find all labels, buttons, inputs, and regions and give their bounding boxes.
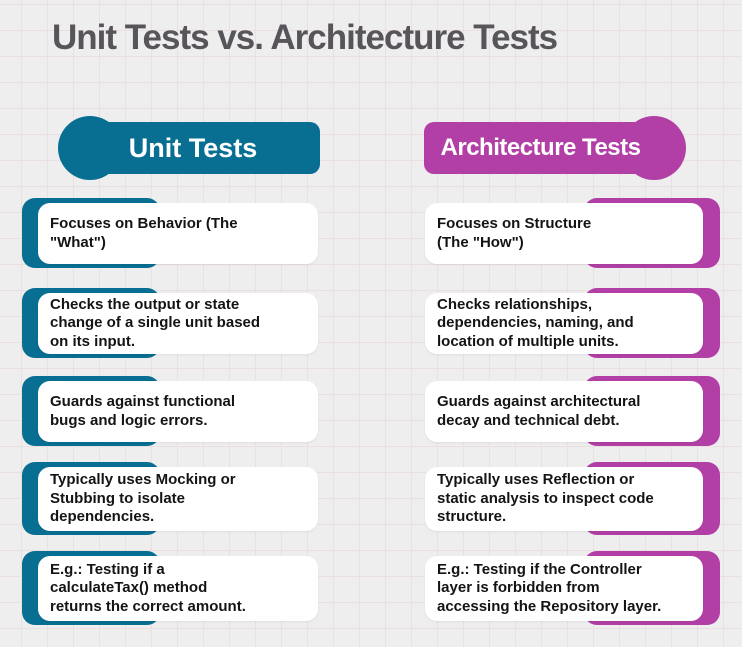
card-text: Focuses on Structure (The "How") [437, 214, 592, 251]
architecture-tests-card-3: Guards against architectural decay and t… [425, 376, 720, 446]
architecture-tests-header-circle [622, 116, 686, 180]
card-body: Focuses on Structure (The "How") [425, 203, 703, 264]
unit-tests-header-circle [58, 116, 122, 180]
card-text: E.g.: Testing if the Controller layer is… [437, 560, 662, 615]
unit-tests-card-3: Guards against functional bugs and logic… [22, 376, 319, 446]
card-body: Typically uses Mocking or Stubbing to is… [38, 467, 318, 531]
card-text: Typically uses Reflection or static anal… [437, 471, 654, 526]
card-body: Checks the output or state change of a s… [38, 293, 318, 354]
unit-tests-card-4: Typically uses Mocking or Stubbing to is… [22, 462, 319, 535]
unit-tests-header-label: Unit Tests [128, 132, 258, 163]
card-text: Guards against architectural decay and t… [437, 392, 641, 429]
unit-tests-card-2: Checks the output or state change of a s… [22, 288, 319, 358]
card-text: Focuses on Behavior (The "What") [50, 214, 238, 251]
card-text: Checks the output or state change of a s… [50, 295, 261, 350]
card-body: Typically uses Reflection or static anal… [425, 467, 703, 531]
architecture-tests-header-label: Architecture Tests [440, 134, 641, 161]
page-title: Unit Tests vs. Architecture Tests [52, 18, 558, 57]
card-body: Guards against architectural decay and t… [425, 381, 703, 442]
card-body: Guards against functional bugs and logic… [38, 381, 318, 442]
architecture-tests-card-1: Focuses on Structure (The "How") [425, 198, 720, 268]
architecture-tests-card-5: E.g.: Testing if the Controller layer is… [425, 551, 720, 625]
architecture-tests-card-4: Typically uses Reflection or static anal… [425, 462, 720, 535]
card-body: Checks relationships, dependencies, nami… [425, 293, 703, 354]
architecture-tests-header: Architecture Tests [424, 116, 686, 180]
card-body: E.g.: Testing if the Controller layer is… [425, 556, 703, 621]
card-text: E.g.: Testing if a calculateTax() method… [50, 560, 246, 615]
architecture-tests-card-2: Checks relationships, dependencies, nami… [425, 288, 720, 358]
card-text: Guards against functional bugs and logic… [50, 392, 236, 429]
unit-tests-header: Unit Tests [58, 116, 320, 180]
unit-tests-card-5: E.g.: Testing if a calculateTax() method… [22, 551, 319, 625]
card-body: Focuses on Behavior (The "What") [38, 203, 318, 264]
card-text: Checks relationships, dependencies, nami… [437, 295, 634, 350]
card-body: E.g.: Testing if a calculateTax() method… [38, 556, 318, 621]
card-text: Typically uses Mocking or Stubbing to is… [50, 471, 236, 526]
unit-tests-card-1: Focuses on Behavior (The "What") [22, 198, 319, 268]
